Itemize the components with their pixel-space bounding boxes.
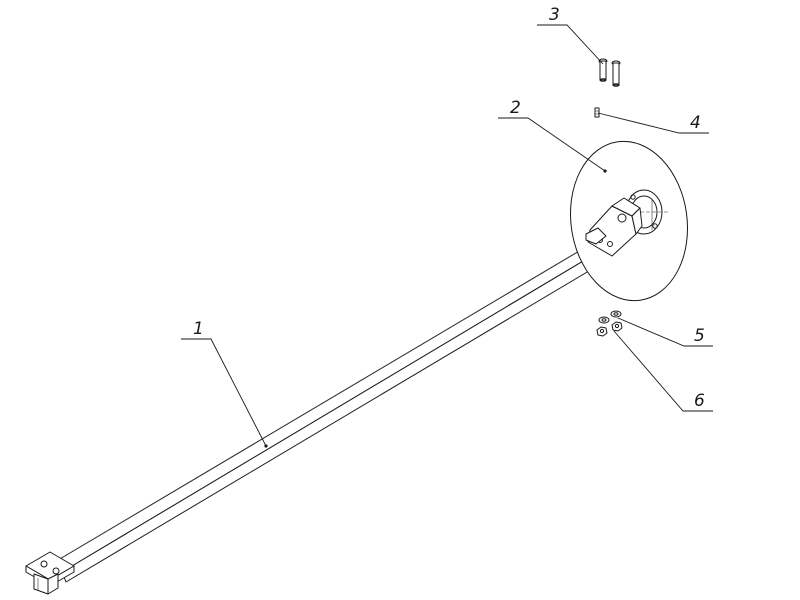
leader-4 bbox=[597, 112, 709, 134]
callout-6: 6 bbox=[694, 391, 705, 411]
washers-part bbox=[598, 310, 622, 324]
leader-5 bbox=[617, 317, 713, 347]
disc-part bbox=[569, 140, 689, 302]
leader-6 bbox=[613, 330, 713, 412]
leader-2 bbox=[498, 117, 606, 172]
callout-1: 1 bbox=[193, 319, 204, 339]
callout-2: 2 bbox=[510, 98, 521, 118]
callout-3: 3 bbox=[549, 5, 560, 25]
leader-1 bbox=[181, 338, 267, 447]
leader-3 bbox=[537, 24, 604, 65]
beam-part bbox=[25, 246, 605, 595]
callout-4: 4 bbox=[690, 113, 701, 133]
callout-labels: 1 2 3 4 5 6 bbox=[193, 5, 705, 411]
pin-part bbox=[594, 107, 600, 118]
leader-lines bbox=[181, 24, 713, 448]
callout-5: 5 bbox=[694, 326, 705, 346]
nuts-part bbox=[596, 321, 623, 337]
